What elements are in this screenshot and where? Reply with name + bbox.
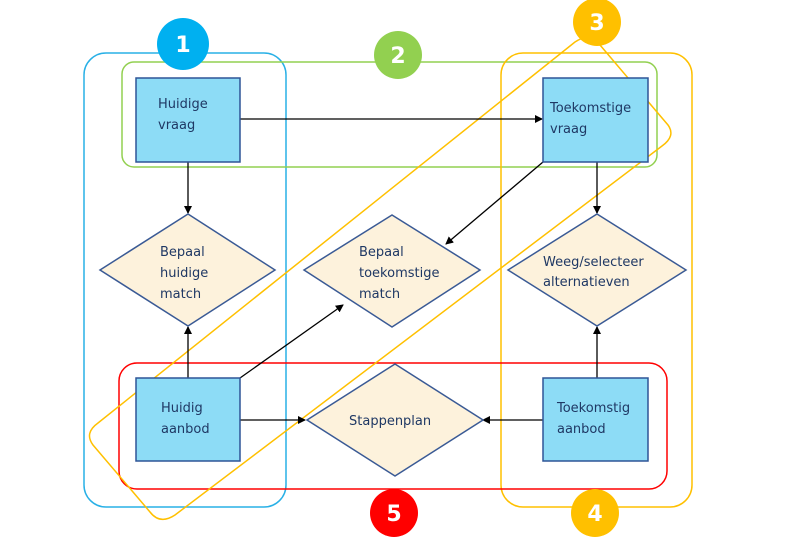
group-3-badge: 3 <box>573 0 621 46</box>
node-huidige-vraag-box <box>135 77 241 163</box>
edge-huidig-aanbod-to-bepaal-toekomstige-match <box>239 304 344 379</box>
group-1-badge: 1 <box>157 18 209 70</box>
node-text-line: Huidige <box>158 97 208 112</box>
node-huidig-aanbod[interactable]: Huidig aanbod <box>135 377 241 462</box>
group-5-frame <box>118 362 668 490</box>
node-toekomstig-aanbod[interactable]: Toekomstig aanbod <box>542 377 649 462</box>
node-huidig-aanbod-box <box>135 377 241 462</box>
node-text-line: Bepaal <box>359 245 404 260</box>
svg-text:Stappenplan: Stappenplan <box>349 414 431 429</box>
group-4-badge-circle <box>571 489 619 537</box>
node-text-line: Bepaal <box>160 245 205 260</box>
node-bepaal-huidige-match[interactable]: Bepaal huidige match <box>98 213 277 327</box>
group-5-badge: 5 <box>370 489 418 537</box>
node-stappenplan[interactable]: Stappenplan <box>305 363 485 477</box>
node-text-line: Toekomstige <box>549 101 631 116</box>
group-2-badge-label: 2 <box>390 44 405 69</box>
group-2-badge: 2 <box>374 31 422 79</box>
node-stappenplan-diamond <box>305 363 485 477</box>
node-bepaal-toekomstige-match-diamond <box>302 214 482 328</box>
node-text-line: vraag <box>550 122 587 137</box>
node-text-line: Stappenplan <box>349 414 431 429</box>
group-2-badge-circle <box>374 31 422 79</box>
edge-toekomstige-vraag-to-bepaal-toekomstige-match <box>445 161 544 245</box>
node-text-line: Toekomstig <box>556 401 630 416</box>
node-weeg-selecteer[interactable]: Weeg/selecteer alternatieven <box>506 213 688 327</box>
node-bepaal-toekomstige-match[interactable]: Bepaal toekomstige match <box>302 214 482 328</box>
node-text-line: aanbod <box>557 422 606 437</box>
group-5-badge-circle <box>370 489 418 537</box>
group-4-badge: 4 <box>571 489 619 537</box>
node-huidige-vraag[interactable]: Huidige vraag <box>135 77 241 163</box>
group-1-badge-label: 1 <box>175 33 190 58</box>
node-weeg-selecteer-diamond <box>506 213 688 327</box>
node-text-line: alternatieven <box>543 275 630 290</box>
group-3-badge-circle <box>573 0 621 46</box>
node-toekomstige-vraag[interactable]: Toekomstige vraag <box>542 77 649 163</box>
node-text-line: toekomstige <box>359 266 439 281</box>
node-toekomstige-vraag-box <box>542 77 649 163</box>
group-5-badge-label: 5 <box>386 502 401 527</box>
group-4-badge-label: 4 <box>587 502 602 527</box>
node-text-line: vraag <box>158 118 195 133</box>
node-text-line: match <box>160 287 201 302</box>
group-3-badge-label: 3 <box>589 11 604 36</box>
node-text-line: aanbod <box>161 422 210 437</box>
group-1-badge-circle <box>157 18 209 70</box>
node-text-line: Huidig <box>161 401 203 416</box>
node-text-line: Weeg/selecteer <box>543 255 644 270</box>
node-bepaal-huidige-match-diamond <box>98 213 277 327</box>
node-toekomstig-aanbod-box <box>542 377 649 462</box>
node-text-line: huidige <box>160 266 208 281</box>
node-text-line: match <box>359 287 400 302</box>
edges <box>184 115 601 424</box>
